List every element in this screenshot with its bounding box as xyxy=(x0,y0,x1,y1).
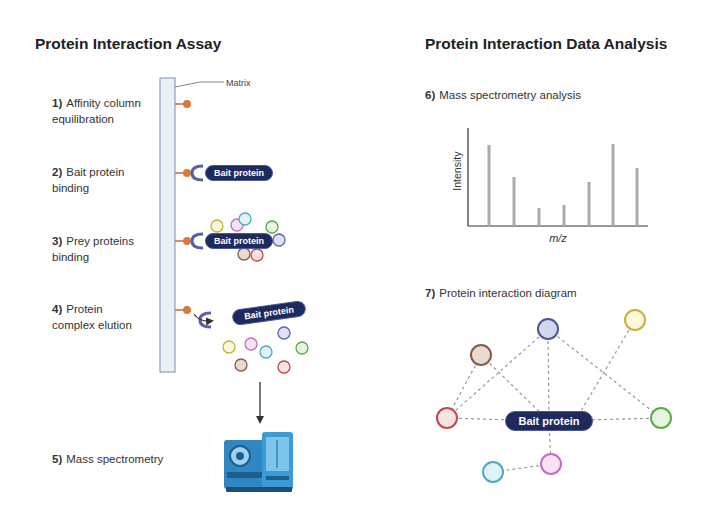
step-label: Bait protein binding xyxy=(52,166,124,194)
step-number: 1) xyxy=(52,97,62,109)
step-number: 3) xyxy=(52,235,62,247)
bait-protein-pill: Bait protein xyxy=(505,411,593,431)
eluted-proteins xyxy=(223,327,308,373)
step-label-group: 3)Prey proteins binding xyxy=(52,234,145,265)
axis-label: Intensity xyxy=(450,141,464,201)
node-text: Bait protein xyxy=(518,415,579,427)
interactor-proteins xyxy=(437,310,671,482)
step-label-group: 7) Protein interaction diagram xyxy=(425,286,675,302)
step-label-group: 1)Affinity column equilibration xyxy=(52,96,145,127)
prey-proteins xyxy=(211,213,285,261)
step-number: 5) xyxy=(52,453,62,465)
ligand-released xyxy=(175,306,212,327)
step-label: Protein complex elution xyxy=(52,303,132,331)
step-label-group: 6) Mass spectrometry analysis xyxy=(425,88,675,104)
affinity-column xyxy=(160,78,175,372)
bait-protein-pill: Bait protein xyxy=(231,300,307,326)
interaction-links xyxy=(447,320,661,472)
part-label-group: Matrix xyxy=(226,77,286,89)
node-text: Bait protein xyxy=(244,305,295,322)
section-heading-group: Protein Interaction Assay xyxy=(35,34,295,55)
step-label: Mass spectrometry analysis xyxy=(439,89,581,101)
matrix-ligand xyxy=(175,100,191,108)
step-label: Mass spectrometry xyxy=(66,453,163,465)
section-heading-group: Protein Interaction Data Analysis xyxy=(425,34,715,55)
section-heading: Protein Interaction Data Analysis xyxy=(425,35,667,52)
step-number: 4) xyxy=(52,303,62,315)
bait-protein-pill: Bait protein xyxy=(205,165,273,181)
step-label: Protein interaction diagram xyxy=(439,287,576,299)
step-label-group: 4)Protein complex elution xyxy=(52,302,145,333)
step-number: 7) xyxy=(425,287,435,299)
step-label-group: 2)Bait protein binding xyxy=(52,165,145,196)
flow-arrow xyxy=(259,382,260,422)
node-text: Bait protein xyxy=(214,168,264,178)
node-text: Bait protein xyxy=(214,236,264,246)
ligand-with-tag xyxy=(175,234,203,248)
step-label: Affinity column equilibration xyxy=(52,97,141,125)
step-label: Prey proteins binding xyxy=(52,235,134,263)
leader-line xyxy=(175,82,224,87)
step-label-group: 5) Mass spectrometry xyxy=(52,452,212,468)
spectrum-plot xyxy=(468,128,648,226)
axis-label: m/z xyxy=(538,231,578,246)
part-label: Matrix xyxy=(226,78,251,88)
step-number: 6) xyxy=(425,89,435,101)
ligand-with-tag xyxy=(175,166,203,180)
bait-protein-pill: Bait protein xyxy=(205,233,273,249)
step-number: 2) xyxy=(52,166,62,178)
section-heading: Protein Interaction Assay xyxy=(35,35,221,52)
mass-spectrometer xyxy=(224,432,293,492)
